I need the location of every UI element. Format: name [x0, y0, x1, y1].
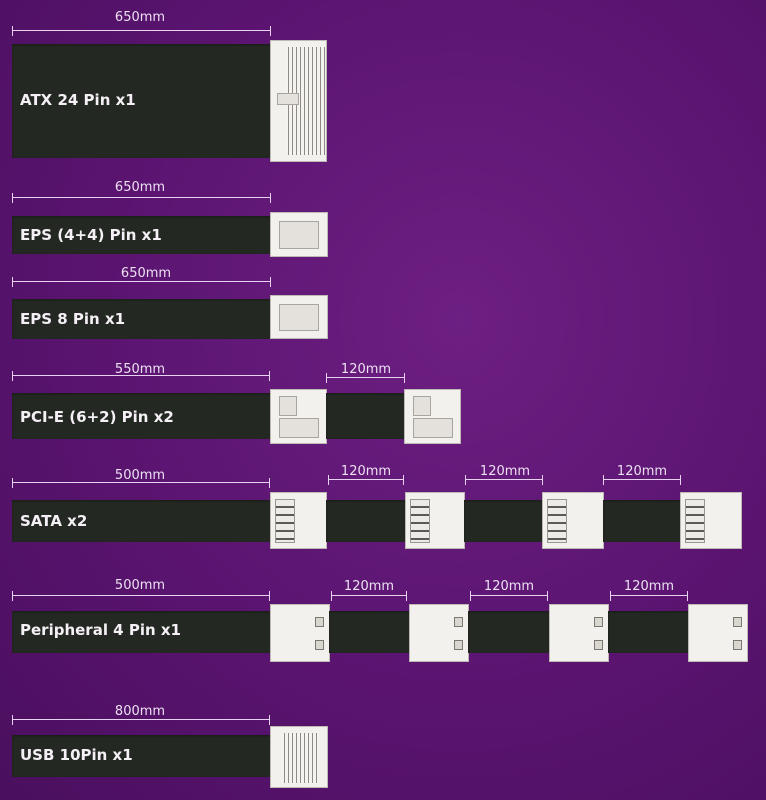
length-label: 550mm — [114, 362, 166, 377]
dimension-line — [465, 475, 543, 490]
cable-extension — [326, 500, 406, 542]
cable-name: SATA x2 — [20, 512, 88, 530]
atx-24-pin-connector — [270, 40, 327, 162]
extension-length-label: 120mm — [623, 579, 675, 594]
dimension-line — [12, 591, 270, 606]
cable-body — [12, 500, 272, 542]
cable-extension — [326, 393, 406, 439]
dimension-line — [12, 277, 271, 292]
length-label: 500mm — [114, 468, 166, 483]
dimension-line — [610, 591, 688, 606]
molex-connector — [409, 604, 469, 662]
dimension-line — [603, 475, 681, 490]
extension-length-label: 120mm — [343, 579, 395, 594]
cable-name: USB 10Pin x1 — [20, 746, 133, 764]
dimension-line — [12, 478, 270, 493]
length-label: 500mm — [114, 578, 166, 593]
cable-body — [12, 611, 272, 653]
dimension-line — [12, 26, 271, 41]
eps-8-connector — [270, 295, 328, 339]
cable-name: EPS 8 Pin x1 — [20, 310, 126, 328]
length-label: 650mm — [120, 266, 172, 281]
cable-extension — [464, 500, 544, 542]
pcie-connector — [270, 389, 327, 444]
extension-length-label: 120mm — [340, 362, 392, 377]
usb-10-pin-connector — [270, 726, 328, 788]
cable-extension — [603, 500, 683, 542]
extension-length-label: 120mm — [483, 579, 535, 594]
cable-name: EPS (4+4) Pin x1 — [20, 226, 162, 244]
dimension-line — [12, 715, 270, 730]
sata-connector — [405, 492, 465, 549]
extension-length-label: 120mm — [340, 464, 392, 479]
dimension-line — [328, 475, 404, 490]
eps-connector — [270, 212, 328, 257]
sata-connector — [270, 492, 327, 549]
length-label: 800mm — [114, 704, 166, 719]
cable-name: Peripheral 4 Pin x1 — [20, 621, 181, 639]
molex-connector — [270, 604, 330, 662]
dimension-line — [12, 193, 271, 208]
dimension-line — [12, 371, 270, 386]
cable-name: PCI-E (6+2) Pin x2 — [20, 408, 174, 426]
pcie-connector — [404, 389, 461, 444]
cable-body — [12, 735, 272, 777]
dimension-line — [326, 373, 405, 388]
cable-body — [12, 44, 272, 158]
extension-length-label: 120mm — [479, 464, 531, 479]
cable-extension — [468, 611, 550, 653]
sata-connector — [680, 492, 742, 549]
length-label: 650mm — [114, 10, 166, 25]
cable-extension — [329, 611, 411, 653]
cable-extension — [608, 611, 690, 653]
molex-connector — [688, 604, 748, 662]
length-label: 650mm — [114, 180, 166, 195]
molex-connector — [549, 604, 609, 662]
cable-body — [12, 393, 272, 439]
extension-length-label: 120mm — [616, 464, 668, 479]
cable-body — [12, 299, 272, 339]
cable-name: ATX 24 Pin x1 — [20, 91, 136, 109]
sata-connector — [542, 492, 604, 549]
dimension-line — [331, 591, 407, 606]
cable-body — [12, 216, 272, 254]
dimension-line — [470, 591, 548, 606]
